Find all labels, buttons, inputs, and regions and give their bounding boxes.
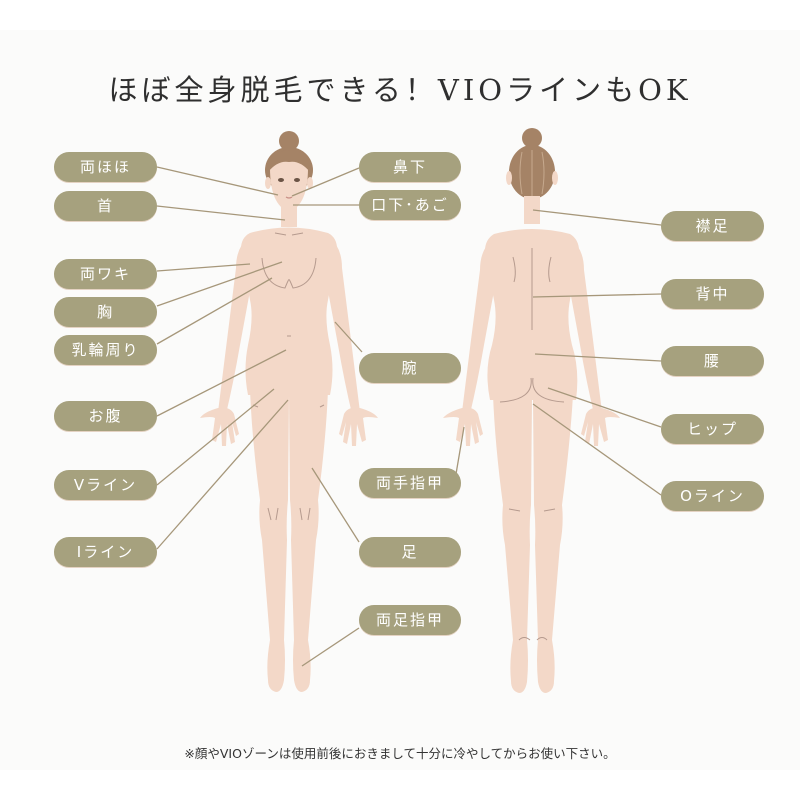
label-underarms[interactable]: 両ワキ [54, 259, 157, 289]
back-figure [443, 128, 620, 693]
label-chest[interactable]: 胸 [54, 297, 157, 327]
front-figure [200, 131, 378, 692]
label-fingers[interactable]: 両手指甲 [359, 468, 461, 498]
footnote: ※顔やVIOゾーンは使用前後におきまして十分に冷やしてからお使い下さい。 [184, 745, 616, 761]
label-neck[interactable]: 首 [54, 191, 157, 221]
label-back[interactable]: 背中 [661, 279, 764, 309]
label-cheeks[interactable]: 両ほほ [54, 152, 157, 182]
label-mouth-chin[interactable]: 口下･あご [359, 190, 461, 220]
label-arms[interactable]: 腕 [359, 353, 461, 383]
label-v-line[interactable]: Vライン [54, 470, 157, 500]
label-under-nose[interactable]: 鼻下 [359, 152, 461, 182]
label-lower-back[interactable]: 腰 [661, 346, 764, 376]
label-hips[interactable]: ヒップ [661, 414, 764, 444]
leader-lines [156, 166, 662, 667]
label-i-line[interactable]: Iライン [54, 537, 157, 567]
label-areola[interactable]: 乳輪周り [54, 335, 157, 365]
label-legs[interactable]: 足 [359, 537, 461, 567]
label-nape[interactable]: 襟足 [661, 211, 764, 241]
page-title: ほぼ全身脱毛できる！VIOラインもOK [108, 73, 692, 108]
label-belly[interactable]: お腹 [54, 401, 157, 431]
label-o-line[interactable]: Oライン [661, 481, 764, 511]
label-toes[interactable]: 両足指甲 [359, 605, 461, 635]
